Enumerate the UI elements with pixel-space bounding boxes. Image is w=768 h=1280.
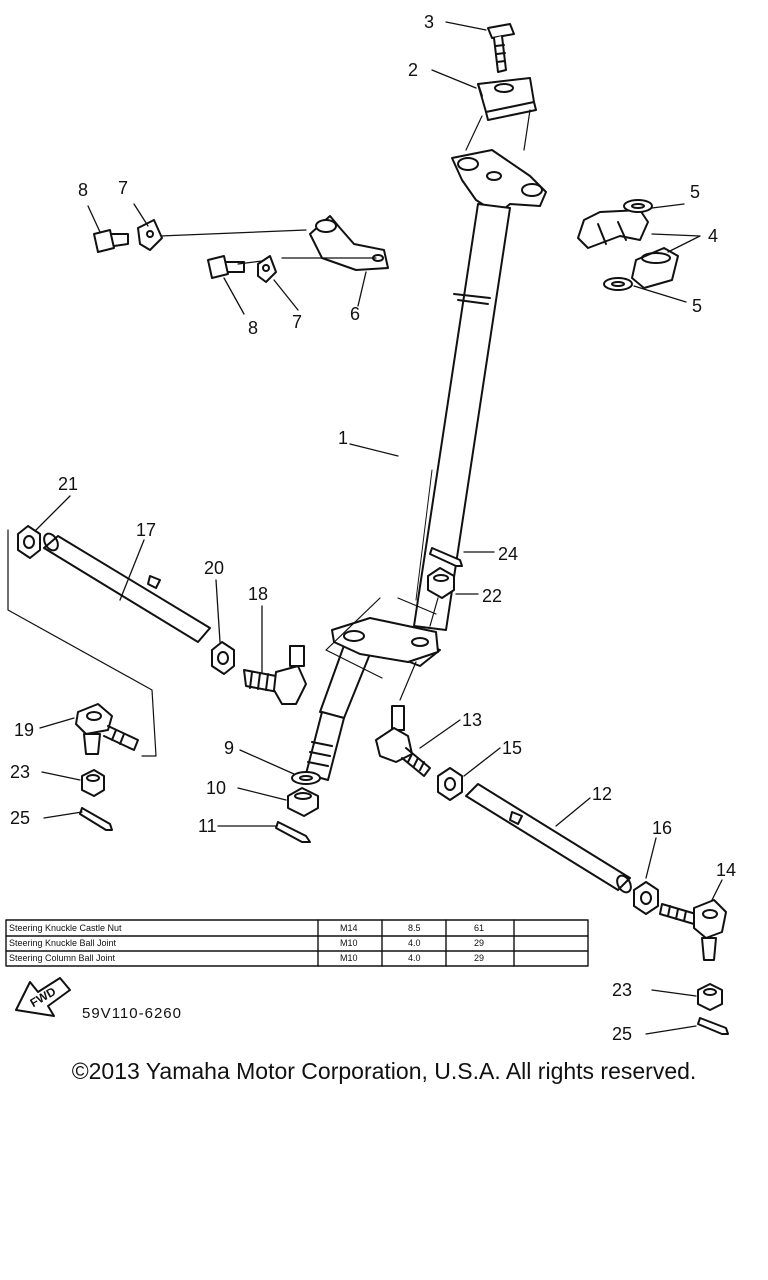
- lower-bracket: [325, 597, 439, 679]
- callout-3: 3: [424, 12, 434, 32]
- part-25-cotter-pin: [697, 1017, 729, 1035]
- callout-7: 7: [118, 178, 128, 198]
- leader-lines: [35, 21, 723, 1035]
- callout-8: 8: [78, 180, 88, 200]
- table-row-size: M10: [340, 938, 358, 948]
- callout-20: 20: [204, 558, 224, 578]
- table-row-ftlb: 61: [474, 923, 484, 933]
- part-11-cotter-pin: [275, 821, 311, 843]
- callout-labels: 3 2 5 4 5 8 7 8 7 6 1 21 17 24 20 22 18 …: [10, 12, 736, 1044]
- part-13-ball-joint: [375, 705, 431, 777]
- part-21-nut: [17, 525, 41, 559]
- part-3-bolt: [487, 23, 515, 73]
- callout-2: 2: [408, 60, 418, 80]
- callout-24: 24: [498, 544, 518, 564]
- part-14-ball-joint: [659, 899, 727, 961]
- part-19-ball-joint: [75, 703, 139, 755]
- callout-6: 6: [350, 304, 360, 324]
- callout-21: 21: [58, 474, 78, 494]
- callout-7: 7: [292, 312, 302, 332]
- callout-25: 25: [612, 1024, 632, 1044]
- callout-23: 23: [612, 980, 632, 1000]
- alignment-line: [465, 109, 531, 151]
- table-row-name: Steering Column Ball Joint: [9, 953, 116, 963]
- callout-15: 15: [502, 738, 522, 758]
- callout-16: 16: [652, 818, 672, 838]
- callout-8: 8: [248, 318, 258, 338]
- part-1-steering-column: [305, 203, 511, 781]
- part-20-nut: [211, 641, 235, 675]
- table-row-name: Steering Knuckle Ball Joint: [9, 938, 117, 948]
- part-6-arm: [159, 215, 389, 271]
- part-15-nut: [437, 767, 463, 801]
- part-4-bushing: [577, 209, 679, 289]
- table-row-kgm: 4.0: [408, 938, 421, 948]
- part-18-ball-joint: [243, 645, 307, 705]
- table-row-size: M10: [340, 953, 358, 963]
- part-24-cotter-pin: [429, 547, 463, 567]
- torque-table-text: Steering Knuckle Castle Nut M14 8.5 61 S…: [9, 923, 484, 963]
- part-16-nut: [633, 881, 659, 915]
- callout-17: 17: [136, 520, 156, 540]
- callout-11: 11: [198, 816, 217, 836]
- part-23-nut: [697, 983, 723, 1011]
- table-row-name: Steering Knuckle Castle Nut: [9, 923, 122, 933]
- part-22-nut: [427, 567, 455, 599]
- part-10-nut: [287, 787, 319, 817]
- callout-14: 14: [716, 860, 736, 880]
- callout-5: 5: [692, 296, 702, 316]
- callout-18: 18: [248, 584, 268, 604]
- fwd-arrow: [15, 977, 71, 1017]
- torque-table: [5, 919, 589, 967]
- part-7-clip: [137, 219, 277, 283]
- callout-23: 23: [10, 762, 30, 782]
- callout-22: 22: [482, 586, 502, 606]
- callout-25: 25: [10, 808, 30, 828]
- part-23-nut: [81, 769, 105, 797]
- callout-9: 9: [224, 738, 234, 758]
- part-2-handlebar-holder: [477, 77, 537, 121]
- callout-13: 13: [462, 710, 482, 730]
- callout-12: 12: [592, 784, 612, 804]
- table-row-kgm: 4.0: [408, 953, 421, 963]
- part-17-tie-rod: [43, 532, 211, 643]
- callout-10: 10: [206, 778, 226, 798]
- part-25-cotter-pin: [79, 807, 113, 831]
- copyright-notice: ©2013 Yamaha Motor Corporation, U.S.A. A…: [71, 1058, 697, 1084]
- alignment-line: [399, 597, 439, 701]
- alignment-line: [7, 529, 157, 757]
- table-row-ftlb: 29: [474, 938, 484, 948]
- table-row-size: M14: [340, 923, 358, 933]
- table-row-kgm: 8.5: [408, 923, 421, 933]
- upper-bracket: [451, 149, 547, 215]
- part-5-washer: [603, 199, 653, 291]
- callout-1: 1: [338, 428, 348, 448]
- callout-5: 5: [690, 182, 700, 202]
- callout-4: 4: [708, 226, 718, 246]
- part-8-bolt: [93, 229, 245, 279]
- callout-19: 19: [14, 720, 34, 740]
- table-row-ftlb: 29: [474, 953, 484, 963]
- part-9-washer: [291, 771, 321, 785]
- part-12-tie-rod: [465, 783, 632, 894]
- diagram-part-number: 59V110-6260: [82, 1005, 182, 1022]
